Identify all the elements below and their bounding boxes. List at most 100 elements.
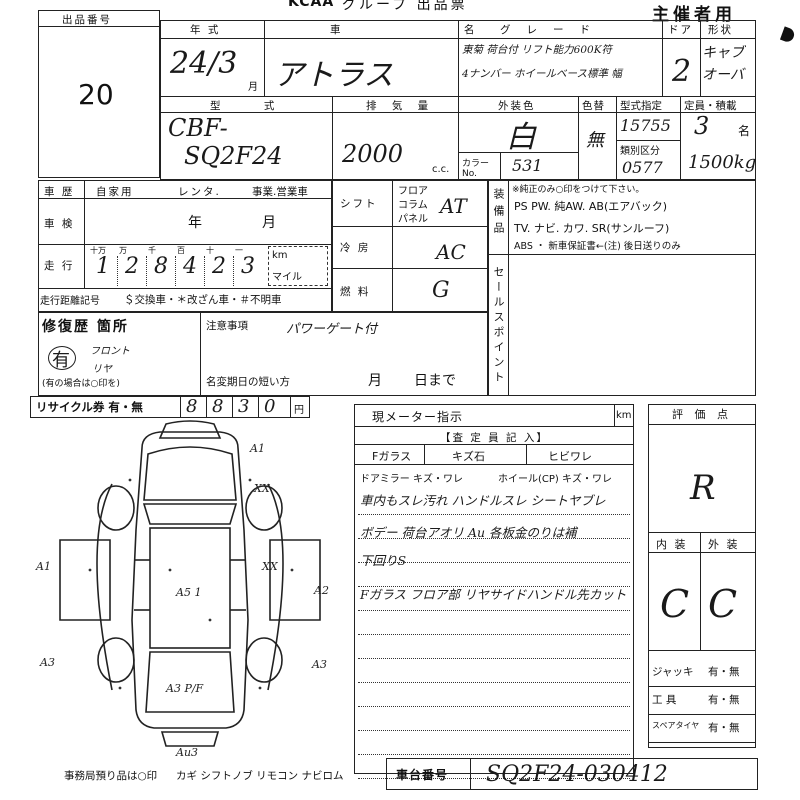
wheel-label: ホイール(CP) キズ・ワレ [498,474,612,485]
exterior-value: C [708,582,738,626]
mark-a1-left: A1 [35,560,51,573]
caution-value: パワーゲート付 [286,322,378,337]
equipment-box [488,180,756,396]
chassis-value: SQ2F24-030412 [486,762,668,787]
color-value: 白 [506,120,536,155]
mileage-note-label: 走行距離記号 [40,296,100,307]
right-side [269,539,321,621]
mark-a51: A5 1 [175,586,201,599]
month-unit: 月 [248,82,258,93]
recycle-digit: 3 [238,396,250,417]
edge-mark [779,26,797,44]
short-label: 名変期日の短い方 [206,376,290,388]
mileage-unit-km: km [272,250,288,261]
left-body [96,483,113,691]
color-code-value: 531 [512,156,543,175]
fuel-value: G [432,278,450,303]
inspector-note-line: ボデー 荷台アオリ Au 各板金のりは補 [360,525,577,540]
inspection-month: 月 [262,215,276,231]
mileage-unit-label: 十 [206,246,214,255]
wheel-fr [245,485,283,531]
shape-label: 形状 [708,24,733,36]
door-value: 2 [672,54,692,89]
mirror-label: ドアミラー キズ・ワレ [360,474,463,485]
repair-label: 修復歴 箇所 [42,319,129,335]
accessory-label: スペアタイヤ [652,721,700,730]
mark-xx-top: XX [253,482,271,495]
shift-opt-3: パネル [398,214,428,225]
overall-value: R [690,468,716,508]
inspection-label: 車 検 [44,218,75,230]
door-label: ドア [668,24,693,36]
capacity-unit: 名 [738,124,751,138]
inspector-note-line: 車内もスレ汚れ ハンドルスレ シートヤブレ [360,493,606,508]
repair-value-circle [48,346,76,370]
mileage-digit: 2 [125,254,139,279]
vehicle-diagram: A1 XX A1 XX A2 A3 A3 A5 1 A3 P/F Au3 [35,420,329,759]
office-items: カギ シフトノブ リモコン ナビロム [176,770,344,782]
equipment-note: ※純正のみ○印をつけて下さい。 [512,185,645,195]
equipment-line-2: TV. ナビ. カワ. SR(サンルーフ) [514,222,670,235]
engine-unit: c.c. [432,164,450,175]
glass-opt-1: キズ石 [452,450,485,463]
model-value-2: SQ2F24 [184,142,283,170]
recycle-unit: 円 [294,405,304,416]
office-note: 事務局預り品は○印 [64,770,158,782]
repair-value: 有 [52,350,70,371]
wheel-fl [97,485,135,531]
grade-value-2: 4ナンバー ホイールベース標準 幅 [462,68,622,80]
group-title: グループ 出品票 [342,0,468,13]
short-month: 月 [368,373,382,389]
left-side [59,539,111,621]
mileage-digit: 3 [241,254,255,279]
wheel-rr [245,637,283,683]
glass-label: Fガラス [372,450,412,463]
right-body [267,483,284,691]
mileage-unit-label: 百 [177,246,185,255]
inspection-year: 年 [188,215,202,231]
hood [143,446,237,501]
mileage-unit-label: 一 [235,246,243,255]
capacity-value: 3 [694,112,710,140]
fuel-label: 燃 料 [340,286,371,298]
glass-opt-2: ヒビワレ [548,450,592,463]
caution-label: 注意事項 [206,320,248,332]
body-outline [131,431,249,729]
repair-box [38,312,488,396]
capacity-label: 定員・積載 [684,100,737,112]
scores-box [648,404,756,748]
mileage-unit-label: 十万 [90,246,106,255]
engine-value: 2000 [342,140,404,168]
recycle-digit: 0 [264,396,276,417]
mileage-note: ＄交換車・＊改ざん車・＃不明車 [124,294,282,306]
history-opt-1: 自家用 [96,186,134,198]
mark-a1-top: A1 [249,442,265,455]
sales-point-label: セールスポイント [492,266,505,386]
mileage-unit-mile: マイル [272,272,302,283]
color-code-label: カラー No. [462,159,490,179]
type-cert-label: 型式指定 [620,100,662,112]
recycle-digit: 8 [212,396,224,417]
color-label: 外装色 [498,100,536,112]
class-value: 0577 [622,158,663,177]
mileage-unit-box [268,246,328,286]
meter-label: 現メーター指示 [372,410,464,424]
interior-label: 内 装 [656,538,688,551]
history-box [38,180,332,312]
shape-value: キャブオーバ [702,45,744,83]
equipment-line-3: ABS ・ 新車保証書←(注) 後日送りのみ [514,241,681,252]
recycle-label: リサイクル券 有・無 [36,400,143,414]
accessory-value: 有・無 [708,694,740,706]
history-opt-3: 事業.営業車 [252,186,308,198]
mark-a3-left: A3 [39,656,55,669]
accessory-value: 有・無 [708,722,740,734]
repair-note-1: フロント [90,346,130,357]
mileage-digit: 1 [96,254,110,279]
mileage-unit-label: 万 [119,246,127,255]
equipment-line-1: PS PW. 純AW. AB(エアバック) [514,200,668,213]
mark-au3: Au3 [175,746,198,759]
mileage-digit: 4 [183,254,197,279]
lot-number: 20 [78,78,114,111]
shift-value: AT [440,194,467,218]
recycle-box [30,396,310,418]
